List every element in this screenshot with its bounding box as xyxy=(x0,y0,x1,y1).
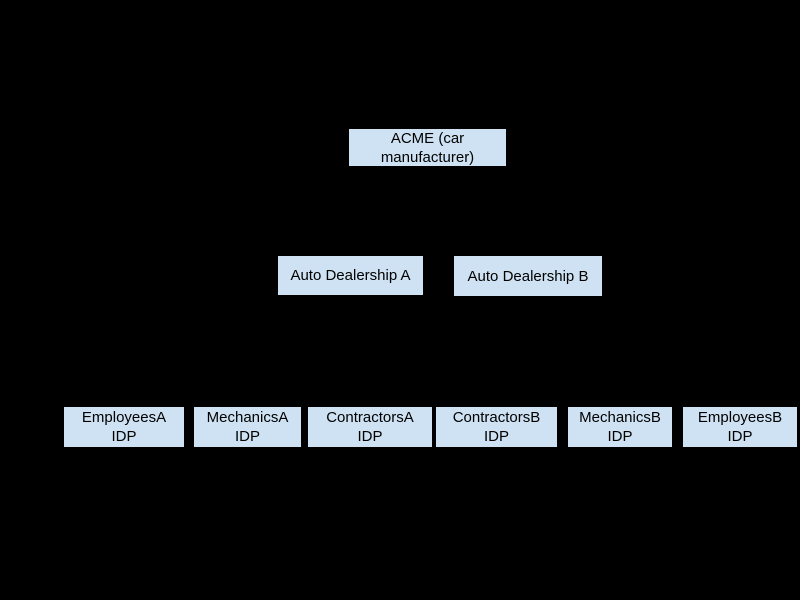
node-acme: ACME (car manufacturer) xyxy=(348,128,507,167)
node-mechanics-a-idp-label-line2: IDP xyxy=(234,428,260,445)
node-auto-dealership-a-label: Auto Dealership A xyxy=(290,267,411,284)
node-auto-dealership-b: Auto Dealership B xyxy=(453,255,603,297)
node-auto-dealership-b-label: Auto Dealership B xyxy=(467,267,589,285)
node-mechanics-a-idp: MechanicsA IDP xyxy=(193,406,302,448)
node-employees-a-idp: EmployeesA IDP xyxy=(63,406,185,448)
node-contractors-a-idp-label-line1: ContractorsA xyxy=(326,409,414,426)
node-contractors-b-idp-label-line1: ContractorsB xyxy=(452,409,541,426)
node-mechanics-a-idp-label-line1: MechanicsA xyxy=(206,409,289,426)
node-employees-a-idp-label-line2: IDP xyxy=(111,428,137,445)
node-employees-b-idp-label-line2: IDP xyxy=(727,428,753,445)
node-employees-b-idp: EmployeesB IDP xyxy=(682,406,798,448)
node-mechanics-b-idp: MechanicsB IDP xyxy=(567,406,673,448)
node-contractors-b-idp: ContractorsB IDP xyxy=(435,406,558,448)
node-auto-dealership-a: Auto Dealership A xyxy=(277,255,424,296)
node-employees-a-idp-label-line1: EmployeesA xyxy=(81,409,167,426)
node-mechanics-b-idp-label-line2: IDP xyxy=(607,428,633,445)
node-contractors-a-idp: ContractorsA IDP xyxy=(307,406,433,448)
node-mechanics-b-idp-label-line1: MechanicsB xyxy=(579,409,661,426)
node-acme-label-line1: ACME (car xyxy=(390,129,465,147)
node-employees-b-idp-label-line1: EmployeesB xyxy=(697,409,783,426)
node-contractors-b-idp-label-line2: IDP xyxy=(483,428,509,445)
node-contractors-a-idp-label-line2: IDP xyxy=(357,428,383,445)
node-acme-label-line2: manufacturer) xyxy=(380,148,475,166)
